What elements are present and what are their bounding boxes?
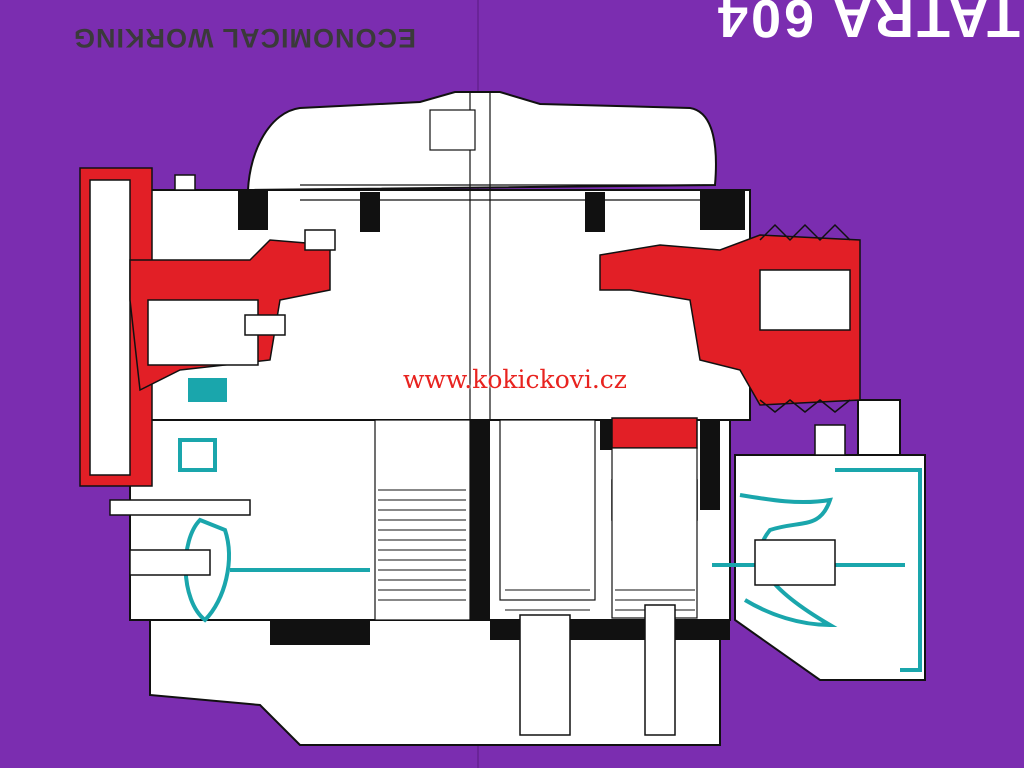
pulley-red <box>599 223 861 413</box>
flywheel-red <box>79 167 331 487</box>
oil-pump-teal <box>178 378 370 623</box>
drive-shaft <box>109 499 251 576</box>
cooling-fins <box>378 489 695 611</box>
fittings <box>174 174 846 736</box>
